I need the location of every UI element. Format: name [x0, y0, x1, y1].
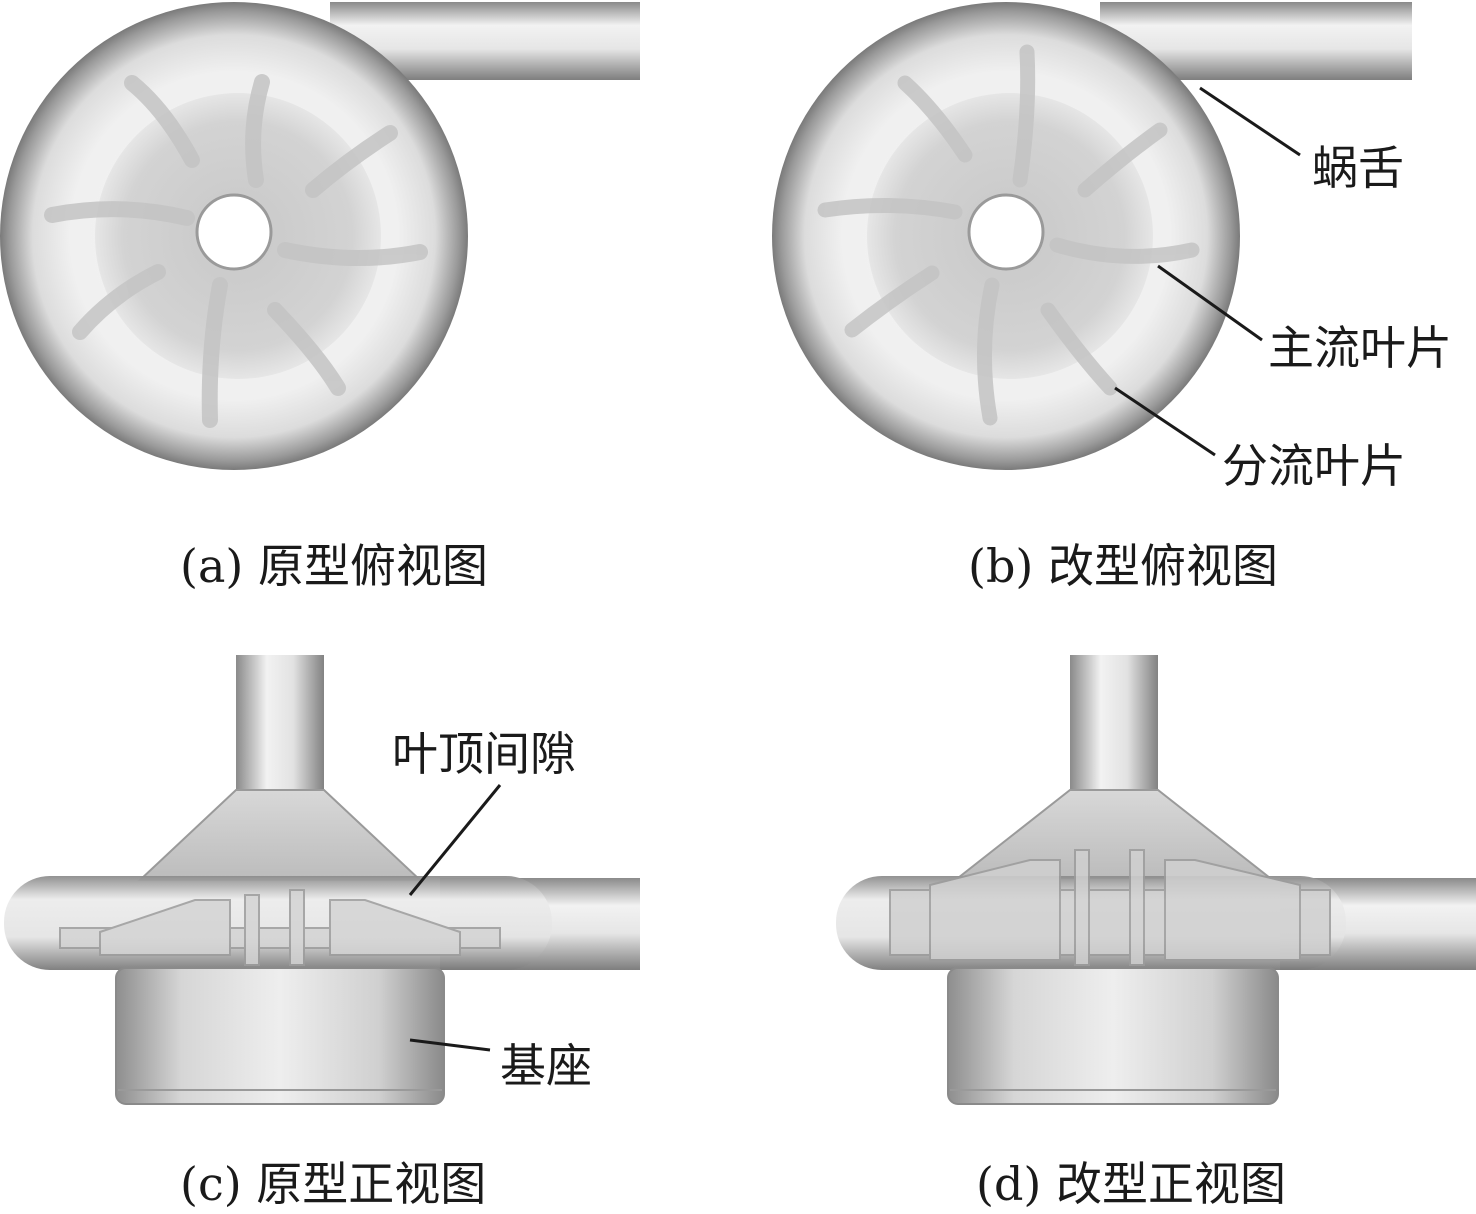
leader-lines: [1114, 86, 1301, 457]
shroud-cone: [137, 789, 423, 881]
caption-panel-c: (c) 原型正视图: [180, 1157, 487, 1211]
main-blades: [44, 74, 428, 428]
base: [115, 967, 445, 1105]
panel-b-top-view-modified: [772, 2, 1412, 470]
leader-lines: [408, 784, 502, 1052]
label-main-blade: 主流叶片: [1268, 321, 1452, 375]
label-volute-tongue: 蜗舌: [1312, 141, 1404, 195]
label-tip-clearance: 叶顶间隙: [392, 727, 576, 781]
impeller-blades: [59, 889, 501, 966]
inlet-pipe: [1070, 655, 1158, 795]
panel-a-top-view-original: [0, 2, 640, 470]
base: [947, 967, 1279, 1105]
shroud-cone: [955, 789, 1273, 879]
hub-hole: [195, 193, 273, 271]
label-base: 基座: [500, 1039, 592, 1093]
caption-panel-b: (b) 改型俯视图: [968, 539, 1278, 593]
impeller-blades: [889, 849, 1331, 966]
main-blades: [817, 44, 1200, 426]
panel-d-front-view-modified: [836, 655, 1476, 1105]
inlet-pipe: [236, 655, 324, 795]
caption-panel-a: (a) 原型俯视图: [180, 539, 488, 593]
hub-hole: [967, 193, 1045, 271]
panel-c-front-view-original: [4, 655, 640, 1105]
caption-panel-d: (d) 改型正视图: [976, 1157, 1286, 1211]
volute-torus: [4, 876, 552, 970]
label-splitter-blade: 分流叶片: [1222, 439, 1406, 493]
